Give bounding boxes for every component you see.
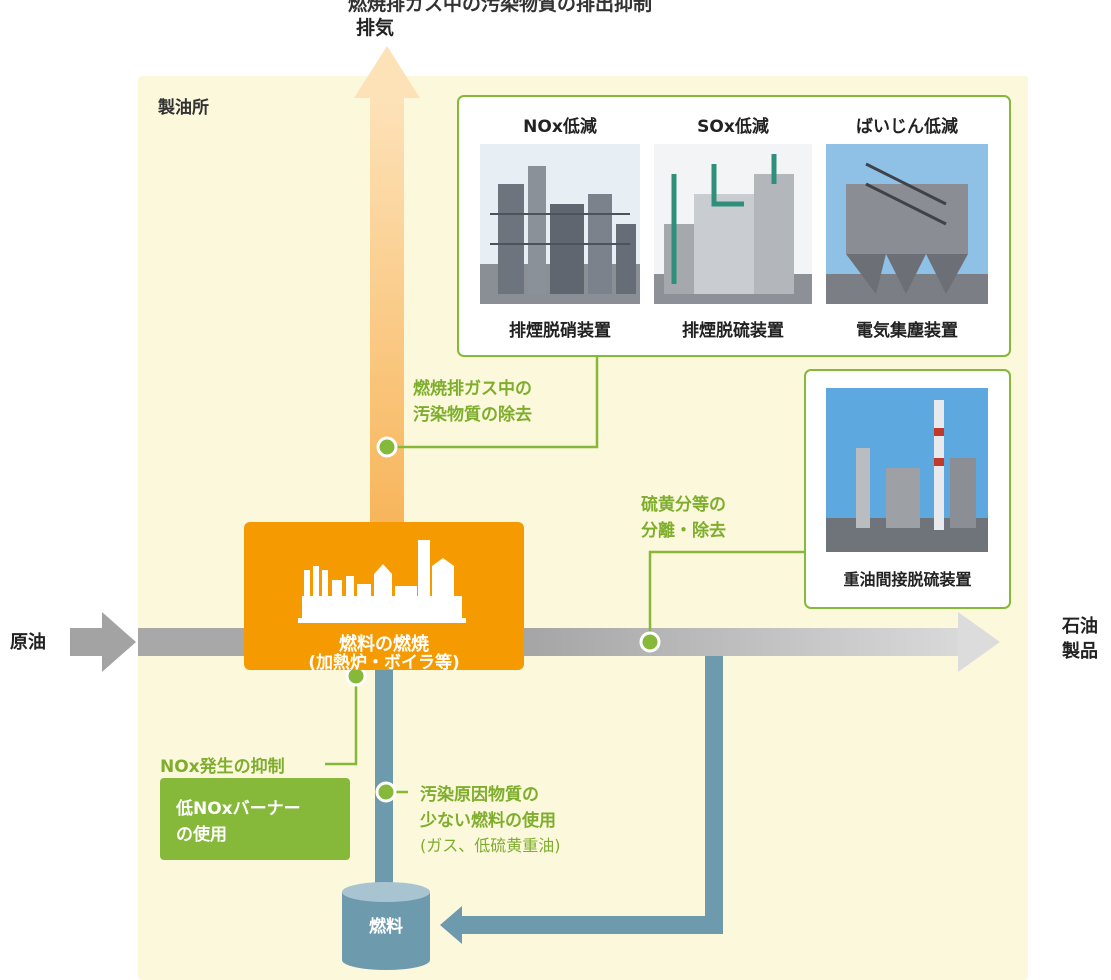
low-nox-line1: 低NOxバーナー — [176, 799, 301, 819]
crude-inlet-arrow — [70, 612, 136, 672]
exhaust-arrow — [354, 46, 420, 526]
furnace-label-line1: 燃料の燃焼 — [339, 634, 429, 655]
device-heading-sox: SOx低減 — [697, 117, 769, 137]
annotation-nox-suppress: NOx発生の抑制 — [160, 757, 285, 777]
photo-electrostatic-precipitator — [826, 144, 988, 304]
header-partial-text: 燃焼排ガス中の汚染物質の排出抑制 — [348, 0, 653, 15]
annotation-low-pollutant-line2: 少ない燃料の使用 — [420, 811, 556, 831]
annotation-flue-gas-line1: 燃焼排ガス中の — [413, 379, 532, 399]
fuel-supply-pipe — [366, 588, 723, 944]
device-caption-precipitator: 電気集塵装置 — [856, 321, 958, 341]
fuel-tank-label: 燃料 — [369, 917, 403, 937]
annotation-low-pollutant-line1: 汚染原因物質の — [420, 785, 539, 805]
exhaust-label: 排気 — [356, 17, 395, 39]
refinery-label: 製油所 — [158, 98, 209, 118]
annotation-sulfur-line2: 分離・除去 — [641, 521, 726, 541]
crude-oil-label: 原油 — [10, 632, 46, 653]
device-heading-dust: ばいじん低減 — [856, 117, 958, 137]
photo-indirect-desulfurization-plant — [826, 388, 988, 552]
factory-icon — [298, 540, 466, 623]
device-caption-desulfurization: 排煙脱硫装置 — [682, 321, 784, 341]
photo-desulfurization-plant — [654, 144, 812, 304]
annotation-flue-gas-line2: 汚染物質の除去 — [413, 405, 532, 425]
desulfurization-caption: 重油間接脱硫装置 — [843, 570, 972, 589]
annotation-low-pollutant-line3: (ガス、低硫黄重油) — [420, 836, 561, 855]
device-caption-denitration: 排煙脱硝装置 — [509, 321, 611, 341]
callout-dots — [345, 436, 661, 803]
low-nox-line2: の使用 — [176, 825, 227, 845]
product-label-line2: 製品 — [1062, 641, 1098, 662]
device-heading-nox: NOx低減 — [523, 117, 597, 137]
product-label-line1: 石油 — [1062, 616, 1098, 637]
low-nox-box — [160, 778, 350, 860]
annotation-sulfur-line1: 硫黄分等の — [641, 495, 726, 515]
furnace-label-line2: (加熱炉・ボイラ等) — [308, 653, 460, 673]
photo-denitration-plant — [480, 144, 640, 304]
fuel-tank — [342, 882, 430, 970]
